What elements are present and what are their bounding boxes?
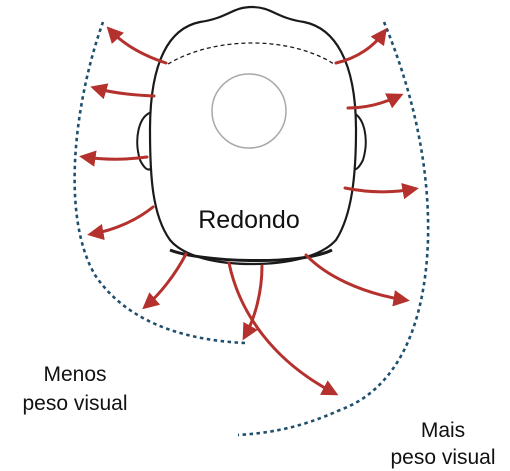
- more-weight-line1: Mais: [421, 419, 465, 442]
- arrow-bottom-right: [304, 253, 410, 307]
- left-ear: [136, 111, 153, 171]
- less-weight-line1: Menos: [43, 363, 106, 386]
- arrow-left-3: [79, 150, 149, 167]
- hairline-dashed: [167, 42, 335, 65]
- arrow-right-1: [334, 27, 387, 65]
- more-weight-line2: peso visual: [390, 446, 495, 469]
- arrow-left-1: [106, 26, 168, 65]
- arrow-bottom-center: [242, 264, 264, 341]
- more-weight-boundary: [237, 21, 430, 437]
- arrow-bottom-long: [227, 261, 339, 396]
- arrow-left-2: [90, 83, 156, 100]
- head-outline: [148, 5, 358, 266]
- jaw-line: [169, 248, 333, 263]
- arrow-right-3: [343, 182, 419, 200]
- less-weight-line2: peso visual: [22, 392, 127, 415]
- arrow-right-2: [346, 93, 404, 110]
- crown-circle: [211, 73, 287, 149]
- arrow-left-4: [87, 205, 155, 241]
- arrow-bottom-left: [142, 252, 188, 310]
- less-weight-boundary: [73, 21, 246, 345]
- shape-label: Redondo: [198, 206, 299, 234]
- weight-arrows: [79, 26, 419, 396]
